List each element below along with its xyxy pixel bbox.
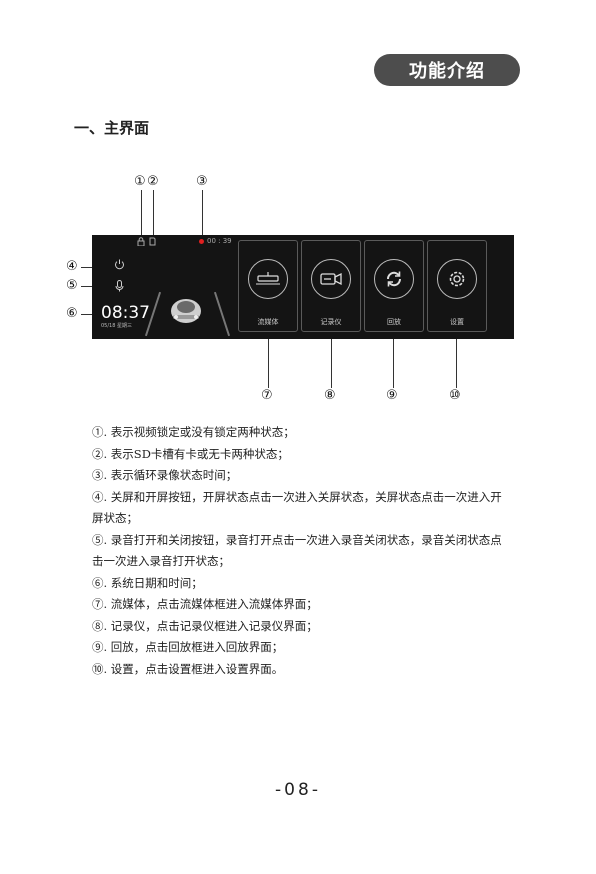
streaming-mirror-icon [248, 259, 288, 299]
callout-line-9 [393, 339, 394, 388]
callout-10: ⑩ [449, 388, 461, 403]
callout-3: ③ [196, 174, 208, 189]
recording-time: 00 : 39 [207, 237, 232, 245]
callout-line-7 [268, 339, 269, 388]
car-icon [171, 299, 201, 323]
description-item-2: ②. 表示SD卡槽有卡或无卡两种状态； [92, 446, 289, 461]
refresh-icon [374, 259, 414, 299]
page-number: -08- [275, 780, 321, 800]
section-title: 一、主界面 [74, 119, 150, 137]
callout-line-3 [202, 190, 203, 235]
sd-card-icon [149, 237, 156, 248]
callout-1: ① [134, 174, 146, 189]
power-icon[interactable] [114, 259, 125, 273]
tile-streaming[interactable]: 流媒体 [238, 240, 298, 332]
description-item-10: ⑩. 设置，点击设置框进入设置界面。 [92, 661, 284, 676]
callout-8: ⑧ [324, 388, 336, 403]
video-camera-icon [311, 259, 351, 299]
callout-2: ② [147, 174, 159, 189]
description-list: ①. 表示视频锁定或没有锁定两种状态； ②. 表示SD卡槽有卡或无卡两种状态； … [92, 422, 512, 680]
tile-recorder[interactable]: 记录仪 [301, 240, 361, 332]
main-screen-panel: 00 : 39 08:37 05/18 星期三 流媒体 记录仪 回放 [92, 235, 514, 339]
description-item-8: ⑧. 记录仪，点击记录仪框进入记录仪界面； [92, 618, 318, 633]
description-item-7: ⑦. 流媒体，点击流媒体框进入流媒体界面； [92, 597, 318, 611]
tile-playback[interactable]: 回放 [364, 240, 424, 332]
clock-time: 08:37 [101, 303, 150, 323]
callout-line-8 [331, 339, 332, 388]
description-item-5: ⑤. 录音打开和关闭按钮，录音打开点击一次进入录音关闭状态，录音关闭状态点击一次… [92, 532, 502, 569]
clock-date: 05/18 星期三 [101, 323, 132, 329]
description-item-4: ④. 关屏和开屏按钮，开屏状态点击一次进入关屏状态，关屏状态点击一次进入开屏状态… [92, 489, 502, 526]
callout-line-2 [153, 190, 154, 235]
description-item-9: ⑨. 回放，点击回放框进入回放界面； [92, 640, 284, 654]
tile-playback-label: 回放 [387, 318, 401, 326]
microphone-icon[interactable] [115, 280, 124, 295]
callout-line-1 [141, 190, 142, 235]
callout-4: ④ [66, 259, 78, 274]
recording-dot-icon [199, 239, 204, 244]
section-header-pill: 功能介绍 [374, 54, 520, 86]
description-item-6: ⑥. 系统日期和时间； [92, 575, 203, 590]
tile-settings-label: 设置 [450, 318, 464, 326]
callout-7: ⑦ [261, 388, 273, 403]
description-item-3: ③. 表示循环录像状态时间； [92, 468, 238, 482]
road-line-right [213, 291, 231, 337]
callout-5: ⑤ [66, 278, 78, 293]
description-item-1: ①. 表示视频锁定或没有锁定两种状态； [92, 425, 295, 439]
tile-streaming-label: 流媒体 [257, 318, 279, 326]
tile-settings[interactable]: 设置 [427, 240, 487, 332]
callout-6: ⑥ [66, 306, 78, 321]
lock-icon[interactable] [137, 237, 145, 248]
callout-line-10 [456, 339, 457, 388]
callout-9: ⑨ [386, 388, 398, 403]
gear-icon [437, 259, 477, 299]
tile-recorder-label: 记录仪 [320, 318, 342, 326]
